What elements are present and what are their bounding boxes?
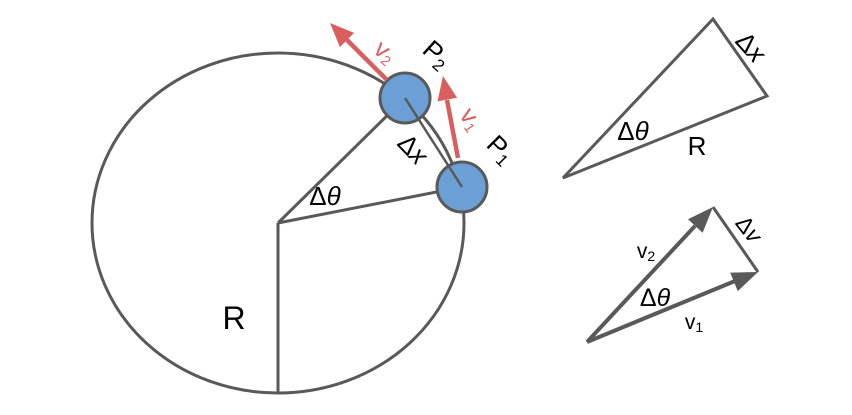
vector-triangle: v2 Δθ v1 Δv bbox=[585, 206, 768, 344]
main-delta-theta-var: θ bbox=[327, 181, 341, 211]
v2-arrowhead bbox=[330, 23, 355, 48]
tri-vec-v2-sub: 2 bbox=[647, 248, 655, 264]
v2-vector-arrow bbox=[585, 207, 713, 344]
v1-velocity-arrow bbox=[437, 76, 461, 159]
v2-arrow-shaft bbox=[345, 38, 389, 82]
circle-diagram: v2 P2 v1 P1 Δx Δθ R bbox=[90, 23, 521, 395]
chord-delta-x-line bbox=[403, 97, 464, 188]
v1-arrowhead bbox=[437, 76, 458, 102]
tri-geom-radius-label: R bbox=[688, 131, 707, 161]
tri-vec-delta-theta-var: θ bbox=[657, 284, 671, 312]
tri-vec-v1-base: v bbox=[685, 311, 696, 334]
tri-geom-delta-theta-var: θ bbox=[635, 116, 649, 146]
v1-arrow-shaft bbox=[444, 99, 461, 159]
tri-vec-v1-label: v1 bbox=[685, 311, 704, 336]
tri-vec-v1-sub: 1 bbox=[695, 319, 703, 335]
main-radius-label: R bbox=[222, 300, 245, 336]
radius-line-to-p1 bbox=[277, 185, 463, 225]
delta-v-side bbox=[711, 206, 760, 273]
v1-vector-arrow bbox=[586, 272, 758, 344]
tri-vec-v2-label: v2 bbox=[637, 240, 656, 265]
tri-vec-delta-theta-delta: Δ bbox=[640, 284, 657, 312]
main-delta-theta-label: Δθ bbox=[309, 181, 340, 211]
main-circle bbox=[90, 51, 466, 395]
geometry-triangle: Δx Δθ R bbox=[561, 16, 773, 180]
tri-geom-delta-theta-delta: Δ bbox=[617, 116, 634, 146]
main-p1-label: P1 bbox=[480, 129, 521, 170]
tri-vec-v2-base: v bbox=[637, 240, 648, 263]
tri-geom-delta-x-label: Δx bbox=[730, 26, 773, 69]
main-p2-label: P2 bbox=[416, 34, 457, 75]
radius-line-to-p2 bbox=[276, 96, 407, 225]
main-delta-theta-delta: Δ bbox=[309, 181, 326, 211]
tri-vec-delta-theta-label: Δθ bbox=[640, 284, 671, 312]
main-v1-label: v1 bbox=[454, 103, 489, 136]
v2-vector-arrowhead bbox=[688, 207, 713, 233]
tri-geom-delta-theta-label: Δθ bbox=[617, 116, 648, 146]
v1-vector-shaft bbox=[586, 279, 736, 344]
v2-velocity-arrow bbox=[330, 23, 389, 82]
v1-vector-arrowhead bbox=[730, 272, 758, 292]
v2-vector-shaft bbox=[585, 224, 697, 344]
geometry-triangle-outline bbox=[561, 16, 770, 180]
